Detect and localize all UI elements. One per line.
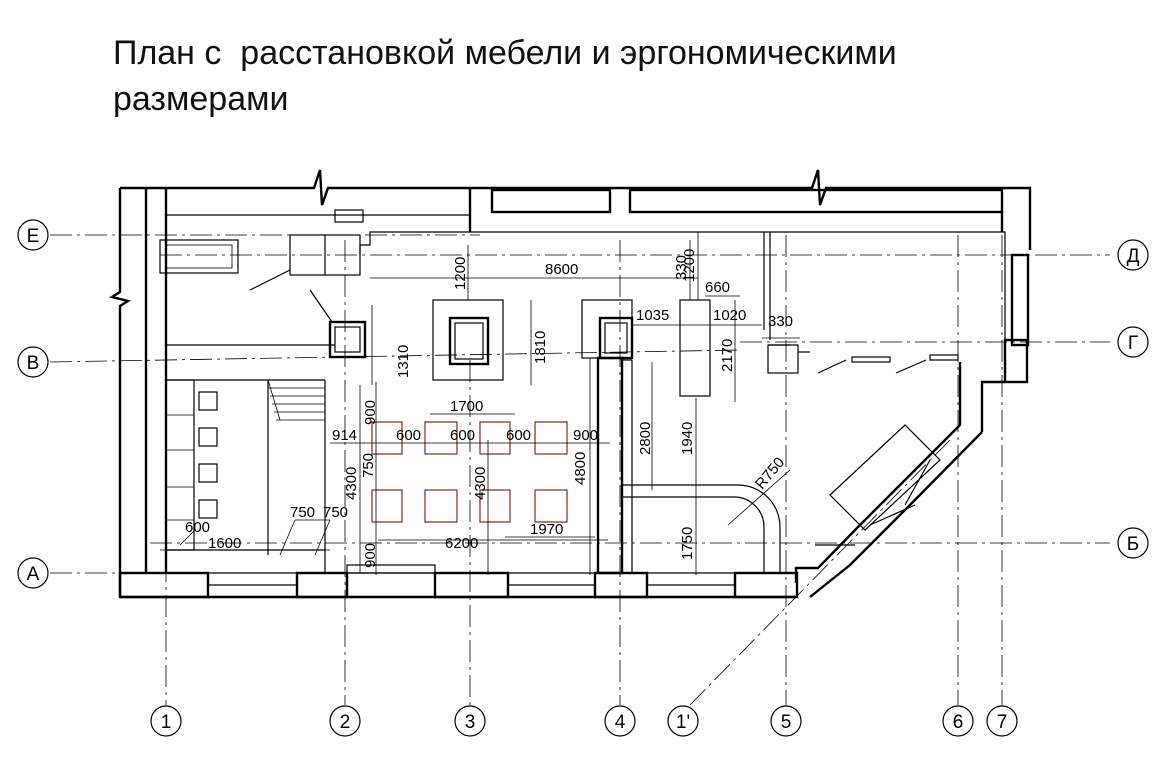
axis-bubble-6 <box>942 705 974 737</box>
dim-330: 330 <box>768 313 793 330</box>
dim-1940: 1940 <box>679 422 696 455</box>
dim-600: 600 <box>506 427 531 444</box>
dim-750: 750 <box>290 504 315 521</box>
dim-330: 330 <box>673 255 690 280</box>
axis-label-g: Г <box>1128 333 1138 354</box>
dim-r750: R750 <box>752 454 788 492</box>
dim-600: 600 <box>396 427 421 444</box>
axis-line-1p <box>689 439 951 706</box>
dim-4300: 4300 <box>472 467 489 500</box>
dim-1200: 1200 <box>452 257 469 290</box>
chair <box>371 421 403 455</box>
chair <box>479 421 511 455</box>
dim-1035: 1035 <box>636 307 669 324</box>
stairs <box>267 379 325 421</box>
dim-750: 750 <box>323 504 348 521</box>
axis-bubble-g <box>1117 326 1149 358</box>
dim-900: 900 <box>573 427 598 444</box>
dim-4800: 4800 <box>572 452 589 485</box>
dim-1750: 1750 <box>679 527 696 560</box>
dim-1810: 1810 <box>532 331 549 364</box>
dim-900: 900 <box>362 400 379 425</box>
axis-bubble-1 <box>150 705 182 737</box>
dim-600: 600 <box>185 519 210 536</box>
chair <box>424 421 458 455</box>
table <box>371 489 403 523</box>
axis-bubble-3 <box>454 705 486 737</box>
axis-bubble-e <box>17 219 49 251</box>
axis-label-d: Д <box>1127 246 1140 267</box>
dim-1600: 1600 <box>208 535 241 552</box>
axis-label-4: 4 <box>615 712 626 733</box>
dim-4300: 4300 <box>343 467 360 500</box>
axis-bubble-d <box>1117 239 1149 271</box>
drawing-title: План с расстановкой мебели и эргономичес… <box>113 34 897 118</box>
axis-bubble-2 <box>329 705 361 737</box>
dim-2170: 2170 <box>719 339 736 372</box>
dim-1310: 1310 <box>395 345 412 378</box>
axis-bubble-b <box>1117 527 1149 559</box>
dim-900: 900 <box>362 543 379 568</box>
dim-1970: 1970 <box>530 521 563 538</box>
dim-750: 750 <box>360 453 377 478</box>
axis-label-b: Б <box>1127 534 1139 555</box>
axis-bubble-4 <box>604 705 636 737</box>
dim-1700: 1700 <box>450 398 483 415</box>
axis-bubble-5 <box>770 705 802 737</box>
axis-label-2: 2 <box>340 712 351 733</box>
dim-2800: 2800 <box>637 422 654 455</box>
axis-bubble-1p <box>667 705 699 737</box>
chair <box>534 421 568 455</box>
dining-furniture <box>371 421 568 523</box>
dim-600: 600 <box>450 427 475 444</box>
dim-1200: 1200 <box>681 249 698 282</box>
dim-914: 914 <box>332 427 357 444</box>
table <box>534 489 568 523</box>
walls <box>108 169 1032 599</box>
axis-bubble-a <box>17 557 49 589</box>
dimension-labels: 8600 1200 330 1200 660 1035 1020 330 131… <box>185 249 793 568</box>
axis-label-a: А <box>27 564 40 585</box>
table <box>479 489 511 523</box>
dim-1020: 1020 <box>713 307 746 324</box>
dim-8600: 8600 <box>545 261 578 278</box>
axis-bubble-v <box>17 346 49 378</box>
axis-label-1: 1 <box>161 712 172 733</box>
axis-label-5: 5 <box>781 712 792 733</box>
axis-label-3: 3 <box>465 712 476 733</box>
axis-label-6: 6 <box>953 712 964 733</box>
axis-bubble-7 <box>986 705 1018 737</box>
axis-markers: Е Д В Г А Б 1 2 3 4 1' 5 6 7 <box>17 219 1149 737</box>
dimension-lines <box>160 232 800 575</box>
dim-6200: 6200 <box>445 535 478 552</box>
axis-label-1p: 1' <box>676 712 690 733</box>
axis-label-e: Е <box>27 226 40 247</box>
axis-label-7: 7 <box>997 712 1008 733</box>
axis-label-v: В <box>27 353 40 374</box>
dim-660: 660 <box>705 279 730 296</box>
table <box>424 489 458 523</box>
